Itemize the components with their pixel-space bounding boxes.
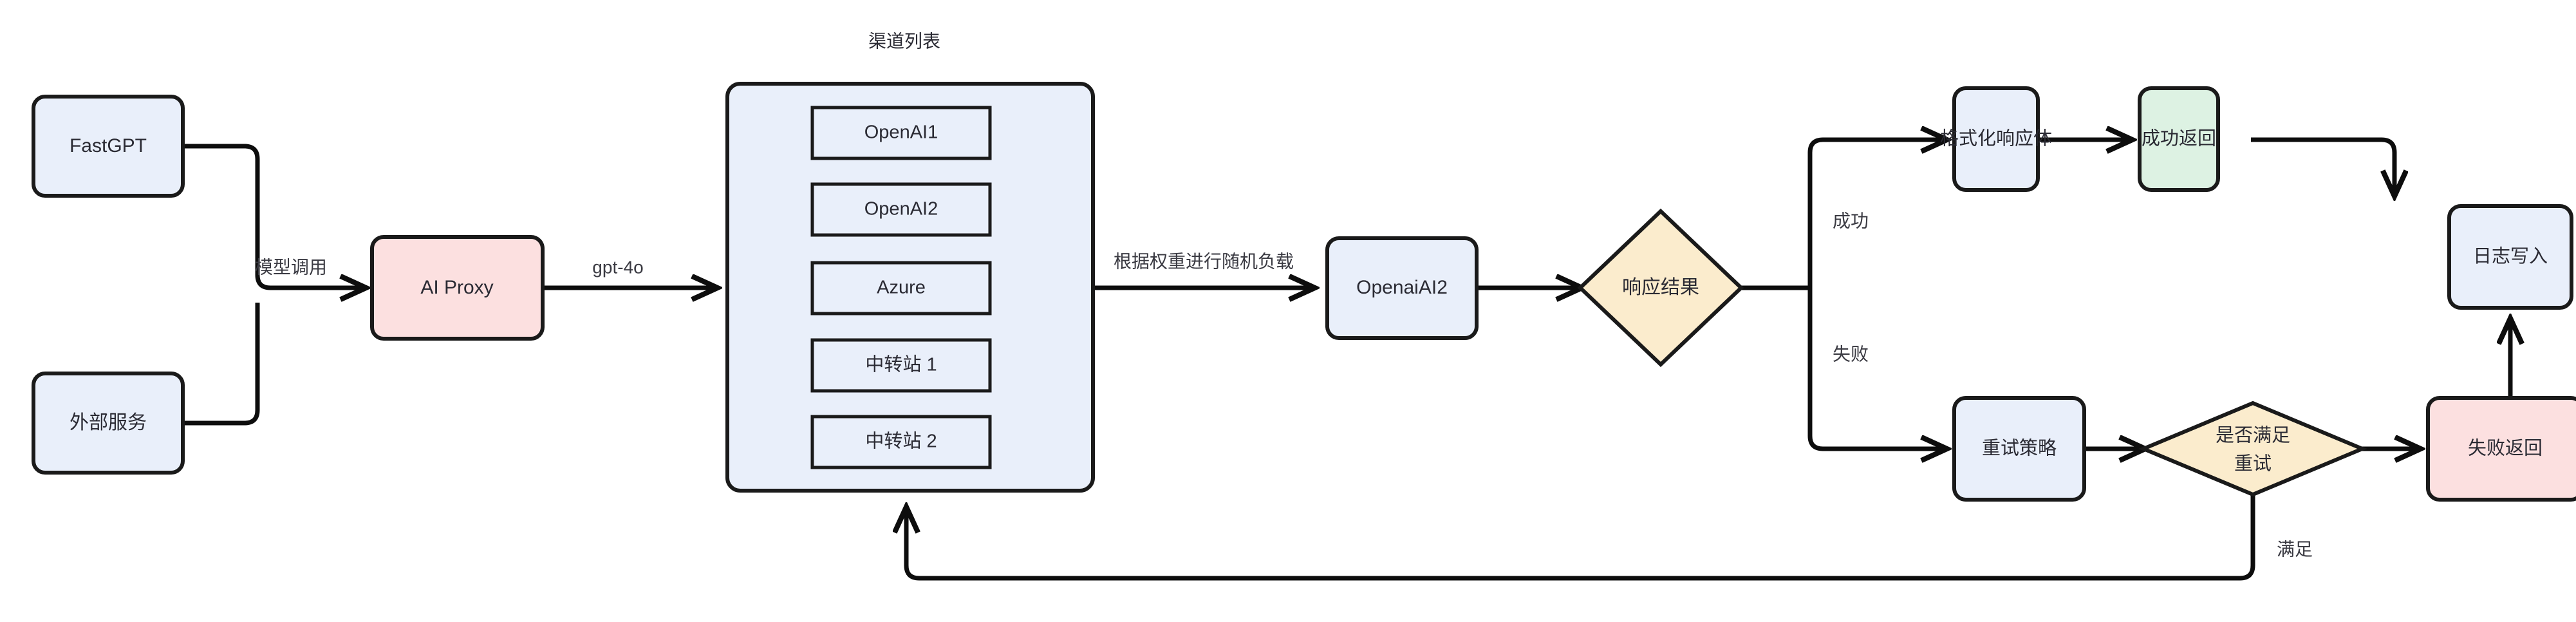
node-failure-return-shape[interactable] [2426,396,2576,502]
node-failure-return[interactable]: 失败返回 [2426,396,2576,502]
edge-label-model-invoke: 模型调用 [255,257,327,277]
channel-item-relay2-shape[interactable] [810,415,992,469]
channel-item-relay1-label: 中转站 1 [865,354,937,375]
edge-branch-failure [1807,288,1945,449]
node-retry-condition[interactable]: 是否满足 重试 [2138,401,2367,497]
edge-retry-loop-back [906,495,2255,581]
edge-fastgpt-to-aiproxy [183,144,364,288]
node-external-service[interactable]: 外部服务 [32,372,185,475]
node-external-service-label: 外部服务 [70,412,147,433]
node-openai-ai2[interactable]: OpenaiAI2 [1325,236,1479,340]
node-success-return-label: 成功返回 [2142,128,2216,149]
node-external-service-shape[interactable] [32,372,185,475]
node-fastgpt-shape[interactable] [32,95,185,198]
edge-success-to-log [2251,137,2394,194]
node-success-return[interactable]: 成功返回 [2138,86,2220,192]
channel-item-openai1-label: OpenAI1 [864,122,938,143]
node-response-result-shape[interactable] [1577,208,1744,368]
node-log-write-shape[interactable] [2447,204,2573,310]
list-item[interactable]: OpenAI1 [810,106,992,160]
node-response-result-label: 响应结果 [1622,277,1699,298]
node-fastgpt[interactable]: FastGPT [32,95,185,198]
channel-item-openai2-label: OpenAI2 [864,199,938,220]
node-openai-ai2-shape[interactable] [1325,236,1479,340]
node-failure-return-label: 失败返回 [2468,438,2543,459]
node-format-response-body[interactable]: 格式化响应体 [1940,86,2052,192]
node-fastgpt-label: FastGPT [70,135,147,156]
edge-label-success: 成功 [1833,211,1869,231]
edge-label-failure: 失败 [1833,344,1869,364]
channel-item-azure-shape[interactable] [810,261,992,316]
channel-list-title: 渠道列表 [868,31,940,51]
channel-item-relay1-shape[interactable] [810,338,992,393]
node-ai-proxy[interactable]: AI Proxy [370,235,545,341]
edge-label-model-name: gpt-4o [592,257,643,277]
node-openai-ai2-label: OpenaiAI2 [1356,277,1448,298]
edge-label-weighted-random-load: 根据权重进行随机负载 [1114,251,1294,271]
channel-item-relay2-label: 中转站 2 [865,431,937,452]
node-log-write[interactable]: 日志写入 [2447,204,2573,310]
list-item[interactable]: 中转站 1 [810,338,992,393]
node-ai-proxy-label: AI Proxy [420,277,493,298]
node-format-response-body-label: 格式化响应体 [1940,128,2052,149]
node-retry-policy-label: 重试策略 [1982,438,2057,459]
node-ai-proxy-shape[interactable] [370,235,545,341]
list-item[interactable]: Azure [810,261,992,316]
node-retry-condition-shape[interactable] [2138,401,2367,497]
node-format-response-body-shape[interactable] [1952,86,2040,192]
node-retry-policy-shape[interactable] [1952,396,2086,502]
node-retry-condition-label-line1: 是否满足 [2216,425,2290,446]
node-retry-policy[interactable]: 重试策略 [1952,396,2086,502]
edge-label-satisfied: 满足 [2277,539,2313,559]
node-channel-list-group[interactable]: OpenAI1 OpenAI2 Azure 中转站 1 中转站 2 [725,82,1095,493]
channel-item-azure-label: Azure [877,278,926,298]
node-log-write-label: 日志写入 [2473,246,2548,267]
node-retry-condition-label-line2: 重试 [2234,453,2272,475]
list-item[interactable]: OpenAI2 [810,182,992,237]
list-item[interactable]: 中转站 2 [810,415,992,469]
channel-item-openai1-shape[interactable] [810,106,992,160]
edge-branch-success [1807,140,1945,288]
edge-external-to-aiproxy [183,303,260,426]
node-response-result[interactable]: 响应结果 [1577,208,1744,368]
channel-item-openai2-shape[interactable] [810,182,992,237]
node-success-return-shape[interactable] [2138,86,2220,192]
